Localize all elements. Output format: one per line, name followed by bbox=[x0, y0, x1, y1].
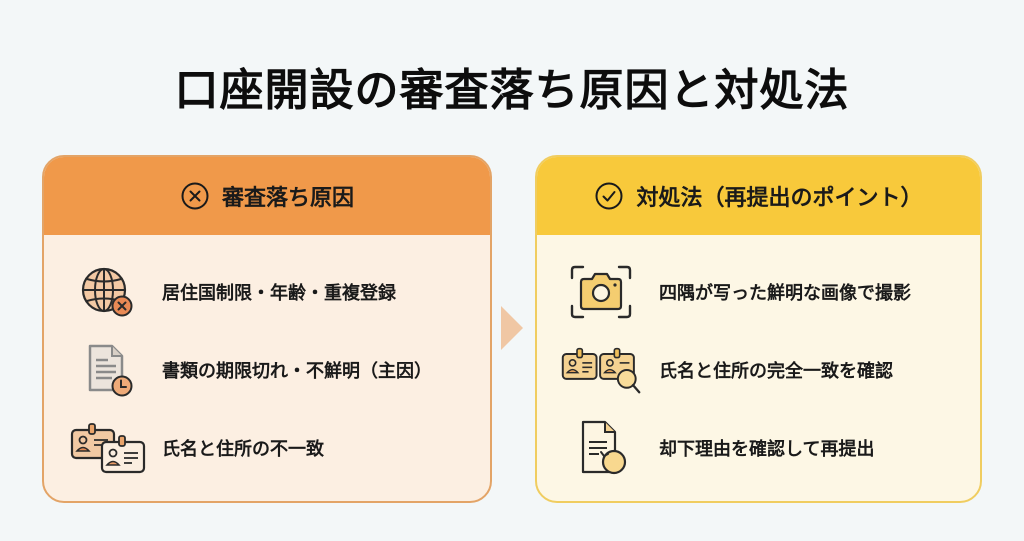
solutions-panel-title: 対処法（再提出のポイント） bbox=[636, 186, 923, 211]
causes-panel-title: 審査落ち原因 bbox=[221, 186, 354, 211]
list-item: 書類の期限切れ・不鮮明（主因） bbox=[44, 331, 490, 409]
causes-list: 居住国制限・年齢・重複登録 書類の期限切れ・不鮮明（主因） bbox=[44, 235, 490, 487]
solutions-panel-header: 対処法（再提出のポイント） bbox=[537, 157, 980, 235]
page-title: 口座開設の審査落ち原因と対処法 bbox=[174, 65, 850, 116]
item-label: 却下理由を確認して再提出 bbox=[659, 439, 875, 460]
solutions-panel: 対処法（再提出のポイント） 四隅が写った鮮明な画像で撮影 bbox=[535, 155, 982, 503]
document-clock-icon bbox=[68, 340, 148, 400]
item-label: 氏名と住所の完全一致を確認 bbox=[659, 361, 893, 382]
item-label: 居住国制限・年齢・重複登録 bbox=[162, 283, 396, 304]
item-label: 四隅が写った鮮明な画像で撮影 bbox=[659, 283, 911, 304]
id-cards-search-icon bbox=[561, 340, 641, 400]
causes-panel: 審査落ち原因 居住国制限・年齢・重複登録 bbox=[42, 155, 492, 503]
list-item: 氏名と住所の不一致 bbox=[44, 409, 490, 487]
causes-panel-header: 審査落ち原因 bbox=[44, 157, 490, 235]
solutions-list: 四隅が写った鮮明な画像で撮影 bbox=[537, 235, 980, 487]
item-label: 書類の期限切れ・不鮮明（主因） bbox=[162, 361, 432, 382]
item-label: 氏名と住所の不一致 bbox=[162, 439, 324, 460]
id-cards-icon bbox=[68, 418, 148, 478]
list-item: 居住国制限・年齢・重複登録 bbox=[44, 253, 490, 331]
arrow-right-icon bbox=[501, 306, 523, 350]
circle-x-icon bbox=[180, 181, 210, 211]
list-item: 四隅が写った鮮明な画像で撮影 bbox=[537, 253, 980, 331]
camera-frame-icon bbox=[561, 262, 641, 322]
circle-check-icon bbox=[594, 181, 624, 211]
list-item: 却下理由を確認して再提出 bbox=[537, 409, 980, 487]
list-item: 氏名と住所の完全一致を確認 bbox=[537, 331, 980, 409]
document-resubmit-icon bbox=[561, 418, 641, 478]
globe-x-icon bbox=[68, 262, 148, 322]
